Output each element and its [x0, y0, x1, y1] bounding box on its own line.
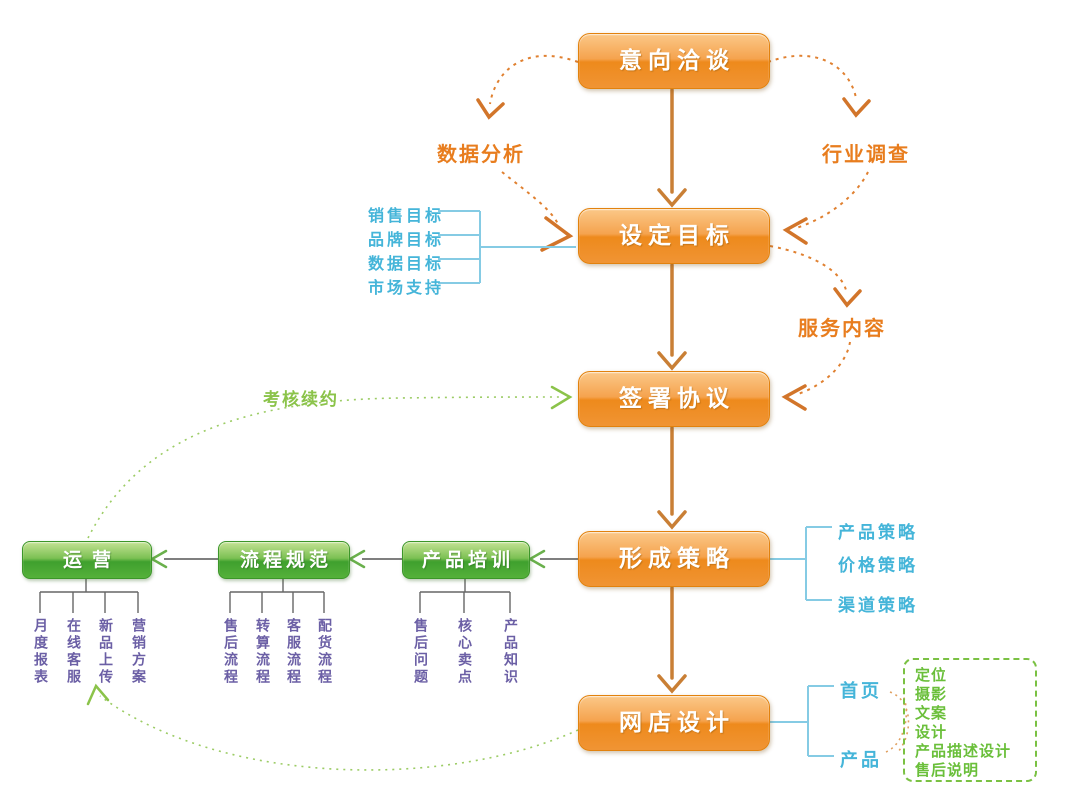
ops-item-online-service: 在线客服	[65, 618, 81, 686]
label-data-analysis: 数据分析	[437, 142, 525, 166]
step-intent-negotiation: 意向洽谈	[578, 33, 770, 89]
design-item-product: 产品	[840, 750, 882, 771]
ops-item-marketing-plan: 营销方案	[130, 618, 146, 686]
ops-item-new-upload: 新品上传	[97, 618, 113, 686]
exec-product-training-box: 产品培训	[402, 541, 530, 579]
exec-operations-box: 运营	[22, 541, 152, 579]
step-form-strategy: 形成策略	[578, 531, 770, 587]
label-service-content: 服务内容	[798, 316, 886, 340]
subitem-trees	[39, 578, 511, 613]
goal-item-brand: 品牌目标	[368, 230, 445, 249]
goal-item-sales: 销售目标	[368, 206, 445, 225]
goal-bracket	[438, 210, 576, 284]
detail-item-photography: 摄影	[915, 685, 948, 703]
design-item-home: 首页	[840, 681, 882, 702]
strategy-item-product: 产品策略	[838, 523, 918, 543]
goal-item-market: 市场支持	[368, 278, 445, 297]
detail-item-copywriting: 文案	[915, 704, 948, 722]
label-industry-survey: 行业调查	[822, 142, 910, 166]
ops-item-monthly-report: 月度报表	[32, 618, 48, 686]
green-dashed-curves	[87, 396, 579, 771]
strategy-item-channel: 渠道策略	[838, 596, 918, 616]
step-sign-agreement: 签署协议	[578, 371, 770, 427]
design-bracket	[770, 685, 834, 757]
proc-item-service: 客服流程	[285, 618, 301, 686]
train-item-product-knowledge: 产品知识	[502, 618, 518, 686]
design-detail-box: 定位 摄影 文案 设计 产品描述设计 售后说明	[903, 658, 1037, 782]
detail-item-product-description: 产品描述设计	[915, 742, 1012, 760]
goal-item-data: 数据目标	[368, 254, 445, 273]
label-assessment-renewal: 考核续约	[263, 390, 339, 410]
train-item-core-selling: 核心卖点	[456, 618, 472, 686]
detail-item-aftersales-notes: 售后说明	[915, 761, 980, 779]
detail-item-positioning: 定位	[915, 666, 948, 684]
step-set-goals: 设定目标	[578, 208, 770, 264]
strategy-bracket	[770, 526, 832, 601]
proc-item-distribution: 配货流程	[316, 618, 332, 686]
train-item-aftersales-issues: 售后问题	[412, 618, 428, 686]
exec-process-spec-box: 流程规范	[218, 541, 350, 579]
proc-item-settlement: 转算流程	[254, 618, 270, 686]
step-store-design: 网店设计	[578, 695, 770, 751]
detail-item-design: 设计	[915, 723, 948, 741]
strategy-item-price: 价格策略	[838, 556, 918, 576]
proc-item-aftersales: 售后流程	[222, 618, 238, 686]
